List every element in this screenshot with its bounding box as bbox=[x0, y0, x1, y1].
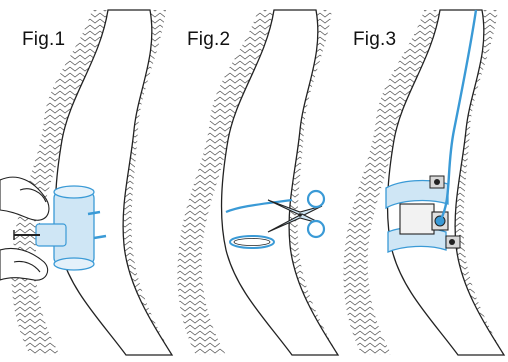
figure-2 bbox=[177, 10, 338, 355]
figure-1-label: Fig.1 bbox=[22, 29, 65, 51]
figure-1 bbox=[0, 10, 172, 355]
figure-3-label: Fig.3 bbox=[353, 29, 396, 51]
cut-ring-lower bbox=[230, 236, 274, 248]
figure-2-label: Fig.2 bbox=[187, 29, 230, 51]
figure-3 bbox=[343, 10, 504, 355]
